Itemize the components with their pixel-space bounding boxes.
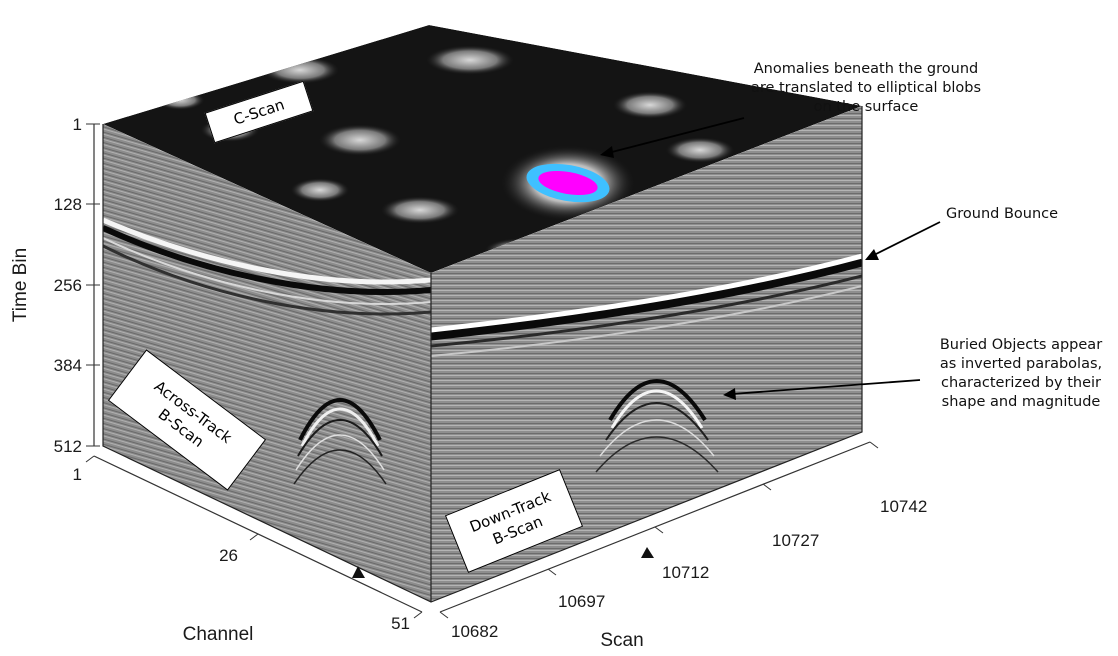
anomaly-arrow [607, 117, 745, 154]
scan-tick: 10682 [451, 622, 498, 641]
time-bin-tick: 128 [54, 195, 82, 214]
buried-objects-arrow [731, 379, 921, 395]
channel-tick: 51 [391, 614, 410, 633]
scan-tick: 10712 [662, 563, 709, 582]
time-bin-axis-label: Time Bin [10, 248, 31, 322]
ground-bounce-note-text: Ground Bounce [946, 206, 1059, 222]
anomalies-note: Anomalies beneath the ground are transla… [706, 60, 1026, 117]
cube-edges [102, 106, 863, 603]
annotation-arrows [600, 117, 941, 400]
anomalies-note-line: are translated to elliptical blobs [750, 80, 982, 96]
channel-tick: 1 [73, 465, 82, 484]
buried-objects-note-line: shape and magnitude [941, 394, 1101, 410]
time-bin-tick: 1 [73, 115, 82, 134]
ground-bounce-note: Ground Bounce [946, 205, 1096, 224]
across-track-face [103, 124, 431, 602]
channel-tick: 26 [219, 546, 238, 565]
ground-bounce-arrow [871, 221, 941, 257]
arrow-head-icon [723, 388, 736, 400]
buried-objects-note-line: Buried Objects appear [939, 337, 1103, 353]
channel-marker-icon [352, 566, 365, 578]
scan-tick: 10727 [772, 531, 819, 550]
arrow-head-icon [865, 249, 879, 260]
channel-axis: 1 26 51 Channel [73, 455, 423, 645]
scan-tick: 10697 [558, 592, 605, 611]
scan-marker-icon [641, 547, 654, 558]
anomalies-note-line: Anomalies beneath the ground [753, 61, 979, 77]
time-bin-tick: 384 [54, 356, 82, 375]
time-bin-tick: 256 [54, 276, 82, 295]
scan-axis: 10682 10697 10712 10727 10742 Scan [439, 441, 927, 651]
scan-tick: 10742 [880, 497, 927, 516]
anomaly-blob [538, 170, 598, 196]
time-bin-tick: 512 [54, 437, 82, 456]
channel-axis-label: Channel [183, 624, 254, 645]
anomalies-note-line: on the surface [813, 99, 919, 115]
buried-objects-note: Buried Objects appear as inverted parabo… [926, 336, 1116, 412]
arrow-head-icon [600, 146, 614, 158]
buried-objects-note-line: as inverted parabolas, [939, 356, 1103, 372]
scan-axis-label: Scan [600, 630, 643, 651]
buried-objects-note-line: characterized by their [941, 375, 1101, 391]
time-bin-axis: 1 128 256 384 512 Time Bin [10, 115, 100, 456]
